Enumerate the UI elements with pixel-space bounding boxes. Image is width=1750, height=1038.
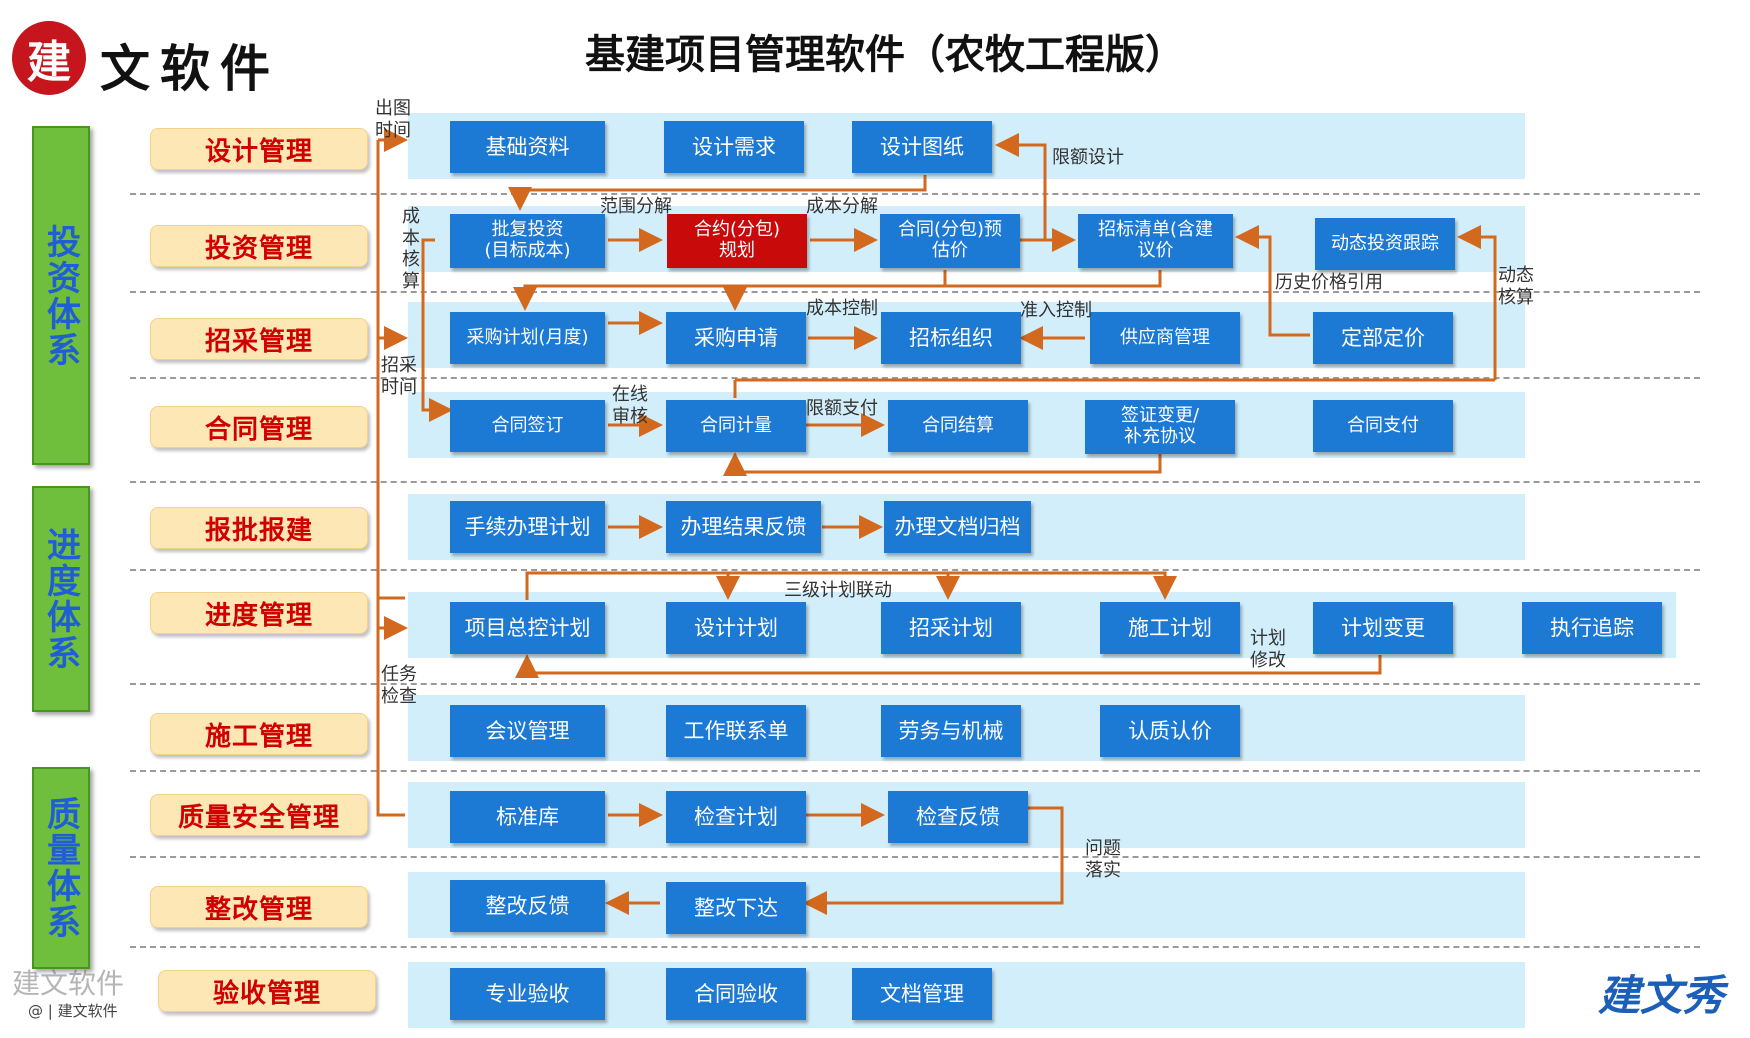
separator xyxy=(130,193,1700,195)
module-procurement-schedule[interactable]: 招采计划 xyxy=(881,602,1021,654)
module-document-management[interactable]: 文档管理 xyxy=(852,968,992,1020)
category-investment: 投资管理 xyxy=(150,225,368,267)
module-master-plan[interactable]: 项目总控计划 xyxy=(450,602,605,654)
module-purchase-request[interactable]: 采购申请 xyxy=(666,312,806,364)
label-task-check: 任务 检查 xyxy=(381,664,417,707)
module-meeting[interactable]: 会议管理 xyxy=(450,705,605,757)
separator xyxy=(130,770,1700,772)
module-standard-library[interactable]: 标准库 xyxy=(450,791,605,843)
module-rectification-feedback[interactable]: 整改反馈 xyxy=(450,880,605,932)
page-title: 基建项目管理软件（农牧工程版） xyxy=(585,32,1185,78)
corner-logo: 建文秀 xyxy=(1598,971,1725,1020)
system-schedule: 进度体系 xyxy=(32,486,90,712)
module-work-contact[interactable]: 工作联系单 xyxy=(666,705,806,757)
label-scope-decompose: 范围分解 xyxy=(600,196,672,217)
label-plan-modify: 计划 修改 xyxy=(1250,628,1286,671)
separator xyxy=(130,683,1700,685)
label-online-review: 在线 审核 xyxy=(612,384,648,427)
module-document-archive[interactable]: 办理文档归档 xyxy=(884,501,1031,553)
label-cost-control: 成本控制 xyxy=(806,298,878,319)
module-dynamic-tracking[interactable]: 动态投资跟踪 xyxy=(1315,218,1455,270)
logo-text: 文软件 xyxy=(100,39,280,98)
module-contract-signing[interactable]: 合同签订 xyxy=(450,400,605,452)
category-contract: 合同管理 xyxy=(150,406,368,448)
module-fixed-pricing[interactable]: 定部定价 xyxy=(1313,312,1453,364)
category-design: 设计管理 xyxy=(150,128,368,170)
module-inspection-plan[interactable]: 检查计划 xyxy=(666,791,806,843)
label-issue-implement: 问题 落实 xyxy=(1085,838,1121,881)
module-contract-acceptance[interactable]: 合同验收 xyxy=(666,968,806,1020)
module-construction-plan[interactable]: 施工计划 xyxy=(1100,602,1240,654)
module-design-drawings[interactable]: 设计图纸 xyxy=(852,121,992,173)
module-procurement-plan[interactable]: 采购计划(月度) xyxy=(450,312,605,364)
label-procurement-time: 招采 时间 xyxy=(381,355,417,398)
module-inspection-feedback[interactable]: 检查反馈 xyxy=(888,791,1028,843)
module-contract-payment[interactable]: 合同支付 xyxy=(1313,400,1453,452)
label-history-price: 历史价格引用 xyxy=(1275,272,1383,293)
category-procurement: 招采管理 xyxy=(150,318,368,360)
module-design-requirements[interactable]: 设计需求 xyxy=(664,121,804,173)
module-design-plan[interactable]: 设计计划 xyxy=(666,602,806,654)
module-plan-change[interactable]: 计划变更 xyxy=(1313,602,1453,654)
module-contract-estimate[interactable]: 合同(分包)预 估价 xyxy=(880,214,1020,268)
separator xyxy=(130,377,1700,379)
module-result-feedback[interactable]: 办理结果反馈 xyxy=(666,501,821,553)
module-contract-settlement[interactable]: 合同结算 xyxy=(888,400,1028,452)
module-bid-list[interactable]: 招标清单(含建 议价 xyxy=(1078,214,1233,268)
separator xyxy=(130,946,1700,948)
system-quality: 质量体系 xyxy=(32,767,90,969)
category-construction: 施工管理 xyxy=(150,713,368,755)
label-cost-decompose: 成本分解 xyxy=(806,196,878,217)
label-limit-design: 限额设计 xyxy=(1052,147,1124,168)
module-basic-data[interactable]: 基础资料 xyxy=(450,121,605,173)
module-supplier-management[interactable]: 供应商管理 xyxy=(1090,312,1240,364)
module-approved-investment[interactable]: 批复投资 (目标成本) xyxy=(450,214,605,268)
module-rectification-issue[interactable]: 整改下达 xyxy=(666,882,806,934)
module-contract-planning[interactable]: 合约(分包) 规划 xyxy=(667,214,807,268)
watermark-sub: @ | 建文软件 xyxy=(28,1002,118,1020)
watermark-main: 建文软件 xyxy=(12,967,125,1000)
module-visa-change[interactable]: 签证变更/ 补充协议 xyxy=(1085,400,1235,454)
module-labor-machinery[interactable]: 劳务与机械 xyxy=(881,705,1021,757)
separator xyxy=(130,291,1700,293)
band-schedule xyxy=(408,592,1676,658)
category-acceptance: 验收管理 xyxy=(158,970,376,1012)
module-contract-measurement[interactable]: 合同计量 xyxy=(666,400,806,452)
category-quality-safety: 质量安全管理 xyxy=(150,794,368,836)
logo: 建 文软件 xyxy=(8,15,308,98)
separator xyxy=(130,481,1700,483)
module-qualification[interactable]: 认质认价 xyxy=(1100,705,1240,757)
separator xyxy=(130,856,1700,858)
module-procedure-plan[interactable]: 手续办理计划 xyxy=(450,501,605,553)
module-professional-acceptance[interactable]: 专业验收 xyxy=(450,968,605,1020)
label-cost-check: 成 本 核 算 xyxy=(402,206,420,292)
module-bid-organization[interactable]: 招标组织 xyxy=(881,312,1021,364)
system-investment: 投资体系 xyxy=(32,126,90,465)
label-three-level: 三级计划联动 xyxy=(784,580,892,601)
module-execution-tracking[interactable]: 执行追踪 xyxy=(1522,602,1662,654)
separator xyxy=(130,569,1700,571)
label-drawing-time: 出图 时间 xyxy=(375,98,411,141)
label-access-control: 准入控制 xyxy=(1020,300,1092,321)
category-schedule: 进度管理 xyxy=(150,592,368,634)
category-rectification: 整改管理 xyxy=(150,886,368,928)
logo-badge: 建 xyxy=(12,21,86,95)
category-approval: 报批报建 xyxy=(150,507,368,549)
label-limit-payment: 限额支付 xyxy=(806,398,878,419)
label-dynamic-check: 动态 核算 xyxy=(1498,265,1534,308)
